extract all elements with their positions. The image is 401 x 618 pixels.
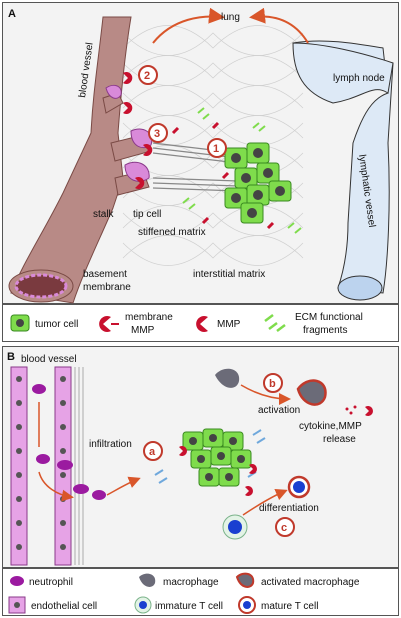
membrane-label: membrane xyxy=(83,282,131,293)
neutrophil-path-arrow xyxy=(38,402,71,497)
arrow-to-lung-left xyxy=(152,7,225,44)
activation-label: activation xyxy=(258,405,300,416)
differentiation-label: differentiation xyxy=(259,503,319,514)
step-2-label: 2 xyxy=(144,70,150,82)
legend-a-svg: tumor cell membrane MMP MMP ECM function… xyxy=(10,312,363,336)
panel-a: 2 3 1 A lung blood vessel lymph node lym… xyxy=(2,2,399,304)
membrane-mmp-icon xyxy=(99,316,119,332)
step-c-label: c xyxy=(281,522,287,534)
legend-ecm-1: ECM functional xyxy=(295,312,363,323)
panel-b: a b c B blood vessel infiltration activa… xyxy=(2,346,399,568)
step-circle-a xyxy=(143,441,163,461)
lymph-vessel xyxy=(292,40,394,301)
differentiation-arrow xyxy=(242,489,288,516)
cytokine-label-1: cytokine,MMP xyxy=(299,421,362,432)
activated-macrophage-icon xyxy=(235,572,255,588)
stalk-label: stalk xyxy=(93,209,115,220)
neutrophil-icon xyxy=(10,576,24,586)
lung-label: lung xyxy=(221,12,240,23)
basement-label: basement xyxy=(83,269,127,280)
panel-b-letter: B xyxy=(7,351,15,363)
step-a-label: a xyxy=(149,446,156,458)
blood-vessel xyxy=(8,16,152,304)
step-circle-b xyxy=(263,373,283,393)
cytokine-dots xyxy=(345,405,373,416)
legend-macrophage: macrophage xyxy=(163,577,219,588)
legend-tumor-cell: tumor cell xyxy=(35,319,78,330)
basement-fibers xyxy=(74,367,84,565)
macrophage-icon xyxy=(139,573,156,587)
mature-t-cell-icon xyxy=(238,596,256,614)
legend-b: neutrophil macrophage activated macropha… xyxy=(2,568,399,616)
endothelial-column-left xyxy=(10,366,28,566)
mmp-molecules xyxy=(171,121,275,230)
legend-a: tumor cell membrane MMP MMP ECM function… xyxy=(2,304,399,342)
step-circle-3 xyxy=(148,123,168,143)
legend-membrane-mmp-2: MMP xyxy=(131,325,155,336)
ecm-fragment-icon xyxy=(264,314,286,332)
legend-immature-t: immature T cell xyxy=(155,601,223,612)
immature-t-cell-b xyxy=(222,514,248,540)
immature-t-cell-icon xyxy=(134,596,152,614)
legend-membrane-mmp-1: membrane xyxy=(125,312,173,323)
legend-activated-macrophage: activated macrophage xyxy=(261,577,360,588)
tip-cells xyxy=(105,84,153,182)
legend-neutrophil: neutrophil xyxy=(29,577,73,588)
legend-mature-t: mature T cell xyxy=(261,601,318,612)
macrophage-b xyxy=(215,368,240,388)
membrane-mmp-pacman xyxy=(123,72,153,190)
mmp-pacman-b xyxy=(179,446,257,496)
infiltration-label: infiltration xyxy=(89,439,132,450)
mature-t-cell-b xyxy=(287,475,311,499)
legend-ecm-2: fragments xyxy=(303,325,347,336)
panel-a-letter: A xyxy=(8,8,16,20)
step-1-label: 1 xyxy=(213,143,219,155)
stiffened-matrix-fibers xyxy=(152,142,239,192)
infiltration-arrow xyxy=(106,476,141,496)
legend-mmp: MMP xyxy=(217,319,241,330)
mmp-icon xyxy=(196,316,208,332)
panel-b-diagram: a b c B blood vessel infiltration activa… xyxy=(7,351,373,566)
cytokine-label-2: release xyxy=(323,434,356,445)
tumor-cell-icon xyxy=(10,314,30,332)
tumor-cluster-b xyxy=(182,428,252,487)
step-circle-c xyxy=(275,517,295,537)
step-circle-1 xyxy=(207,138,227,158)
activation-arrow xyxy=(240,384,291,405)
stiffened-matrix-label: stiffened matrix xyxy=(138,227,206,238)
endothelial-cell-icon xyxy=(8,596,26,614)
blood-vessel-b-label: blood vessel xyxy=(21,354,77,365)
blood-vessel-label: blood vessel xyxy=(77,42,96,99)
panel-a-diagram: 2 3 1 A lung blood vessel lymph node lym… xyxy=(8,7,394,304)
tip-cell-label: tip cell xyxy=(133,209,161,220)
legend-b-svg: neutrophil macrophage activated macropha… xyxy=(8,572,360,614)
ecm-fragments xyxy=(182,107,302,234)
activated-macrophage-b xyxy=(296,379,327,406)
legend-endothelial: endothelial cell xyxy=(31,601,97,612)
interstitial-matrix-label: interstitial matrix xyxy=(193,269,265,280)
step-circle-2 xyxy=(138,65,158,85)
step-b-label: b xyxy=(269,378,276,390)
step-3-label: 3 xyxy=(154,128,160,140)
tumor-cluster xyxy=(224,142,292,224)
arrow-to-lung-right xyxy=(249,7,309,44)
lymph-node-label: lymph node xyxy=(333,73,385,84)
